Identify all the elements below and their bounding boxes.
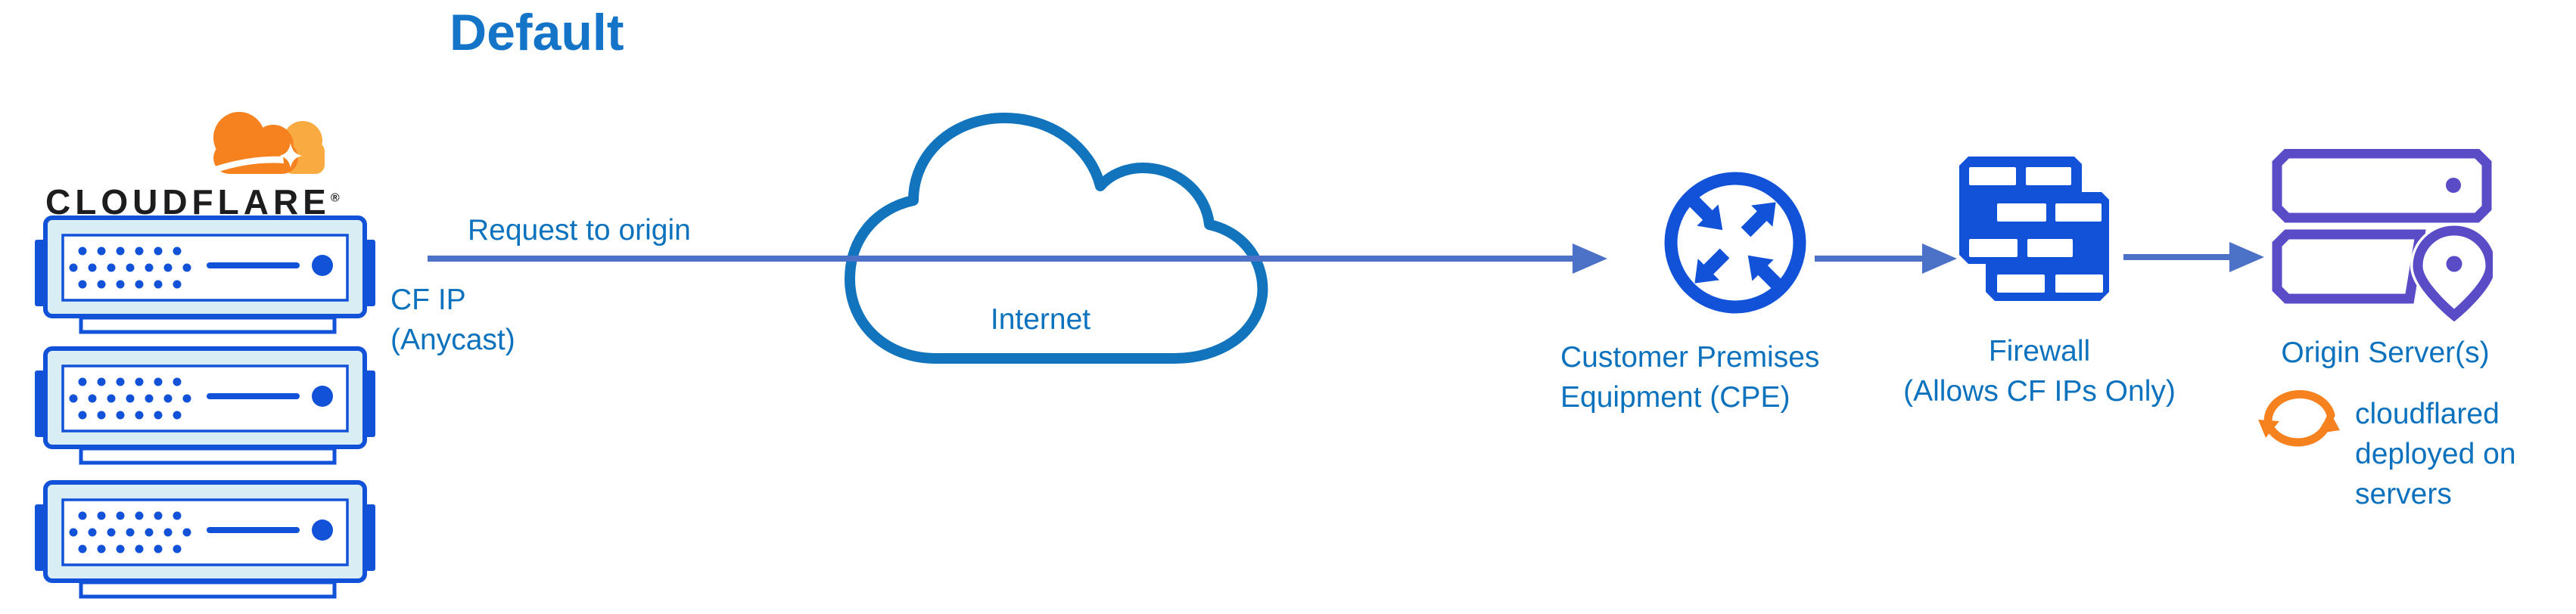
origin-servers-label: Origin Server(s) [2281,336,2490,369]
firewall-label: Firewall (Allows CF IPs Only) [1850,331,2229,411]
flow-arrow-right [428,243,1607,274]
cf-ip-label-line1: CF IP [390,284,466,316]
firewall-label-line2: (Allows CF IPs Only) [1903,375,2176,408]
page-title: Default [450,4,624,61]
flow-arrow-right [1815,243,1957,274]
origin-server-rack-location-pin-icon [2272,149,2493,321]
internet-cloud-icon [845,113,1268,364]
firewall-brick-wall-icon [1959,157,2109,301]
sync-circular-arrows-icon [2258,389,2340,447]
internet-label: Internet [990,303,1091,336]
location-pin-icon [2413,225,2493,321]
cloudflare-wordmark-text: CLOUDFLARE [45,182,331,222]
cf-ip-anycast-label: CF IP (Anycast) [390,280,515,360]
cloudflared-note-line1: cloudflared [2355,398,2500,430]
registered-trademark-symbol: ® [330,191,340,205]
request-to-origin-label: Request to origin [468,214,691,247]
cpe-label-line1: Customer Premises [1560,341,1820,374]
cf-ip-label-line2: (Anycast) [390,324,515,356]
cloudflared-note-line2: deployed on [2355,438,2516,470]
cloudflare-edge-server-icon [35,346,375,465]
cloudflare-logo-cloud-icon [213,112,325,174]
cloudflared-note-label: cloudflared deployed on servers [2355,394,2516,514]
cpe-label: Customer Premises Equipment (CPE) [1560,337,1819,417]
server-shape [35,216,375,334]
cloudflare-wordmark: CLOUDFLARE® [45,181,340,222]
flow-arrow-right [2123,242,2264,272]
cloudflare-edge-server-icon [35,480,375,599]
cpe-label-line2: Equipment (CPE) [1560,381,1790,414]
cloudflared-note-line3: servers [2355,478,2452,510]
cloudflare-edge-server-icon [35,216,375,334]
firewall-label-line1: Firewall [1988,335,2091,367]
cpe-router-arrows-icon [1664,172,1806,314]
